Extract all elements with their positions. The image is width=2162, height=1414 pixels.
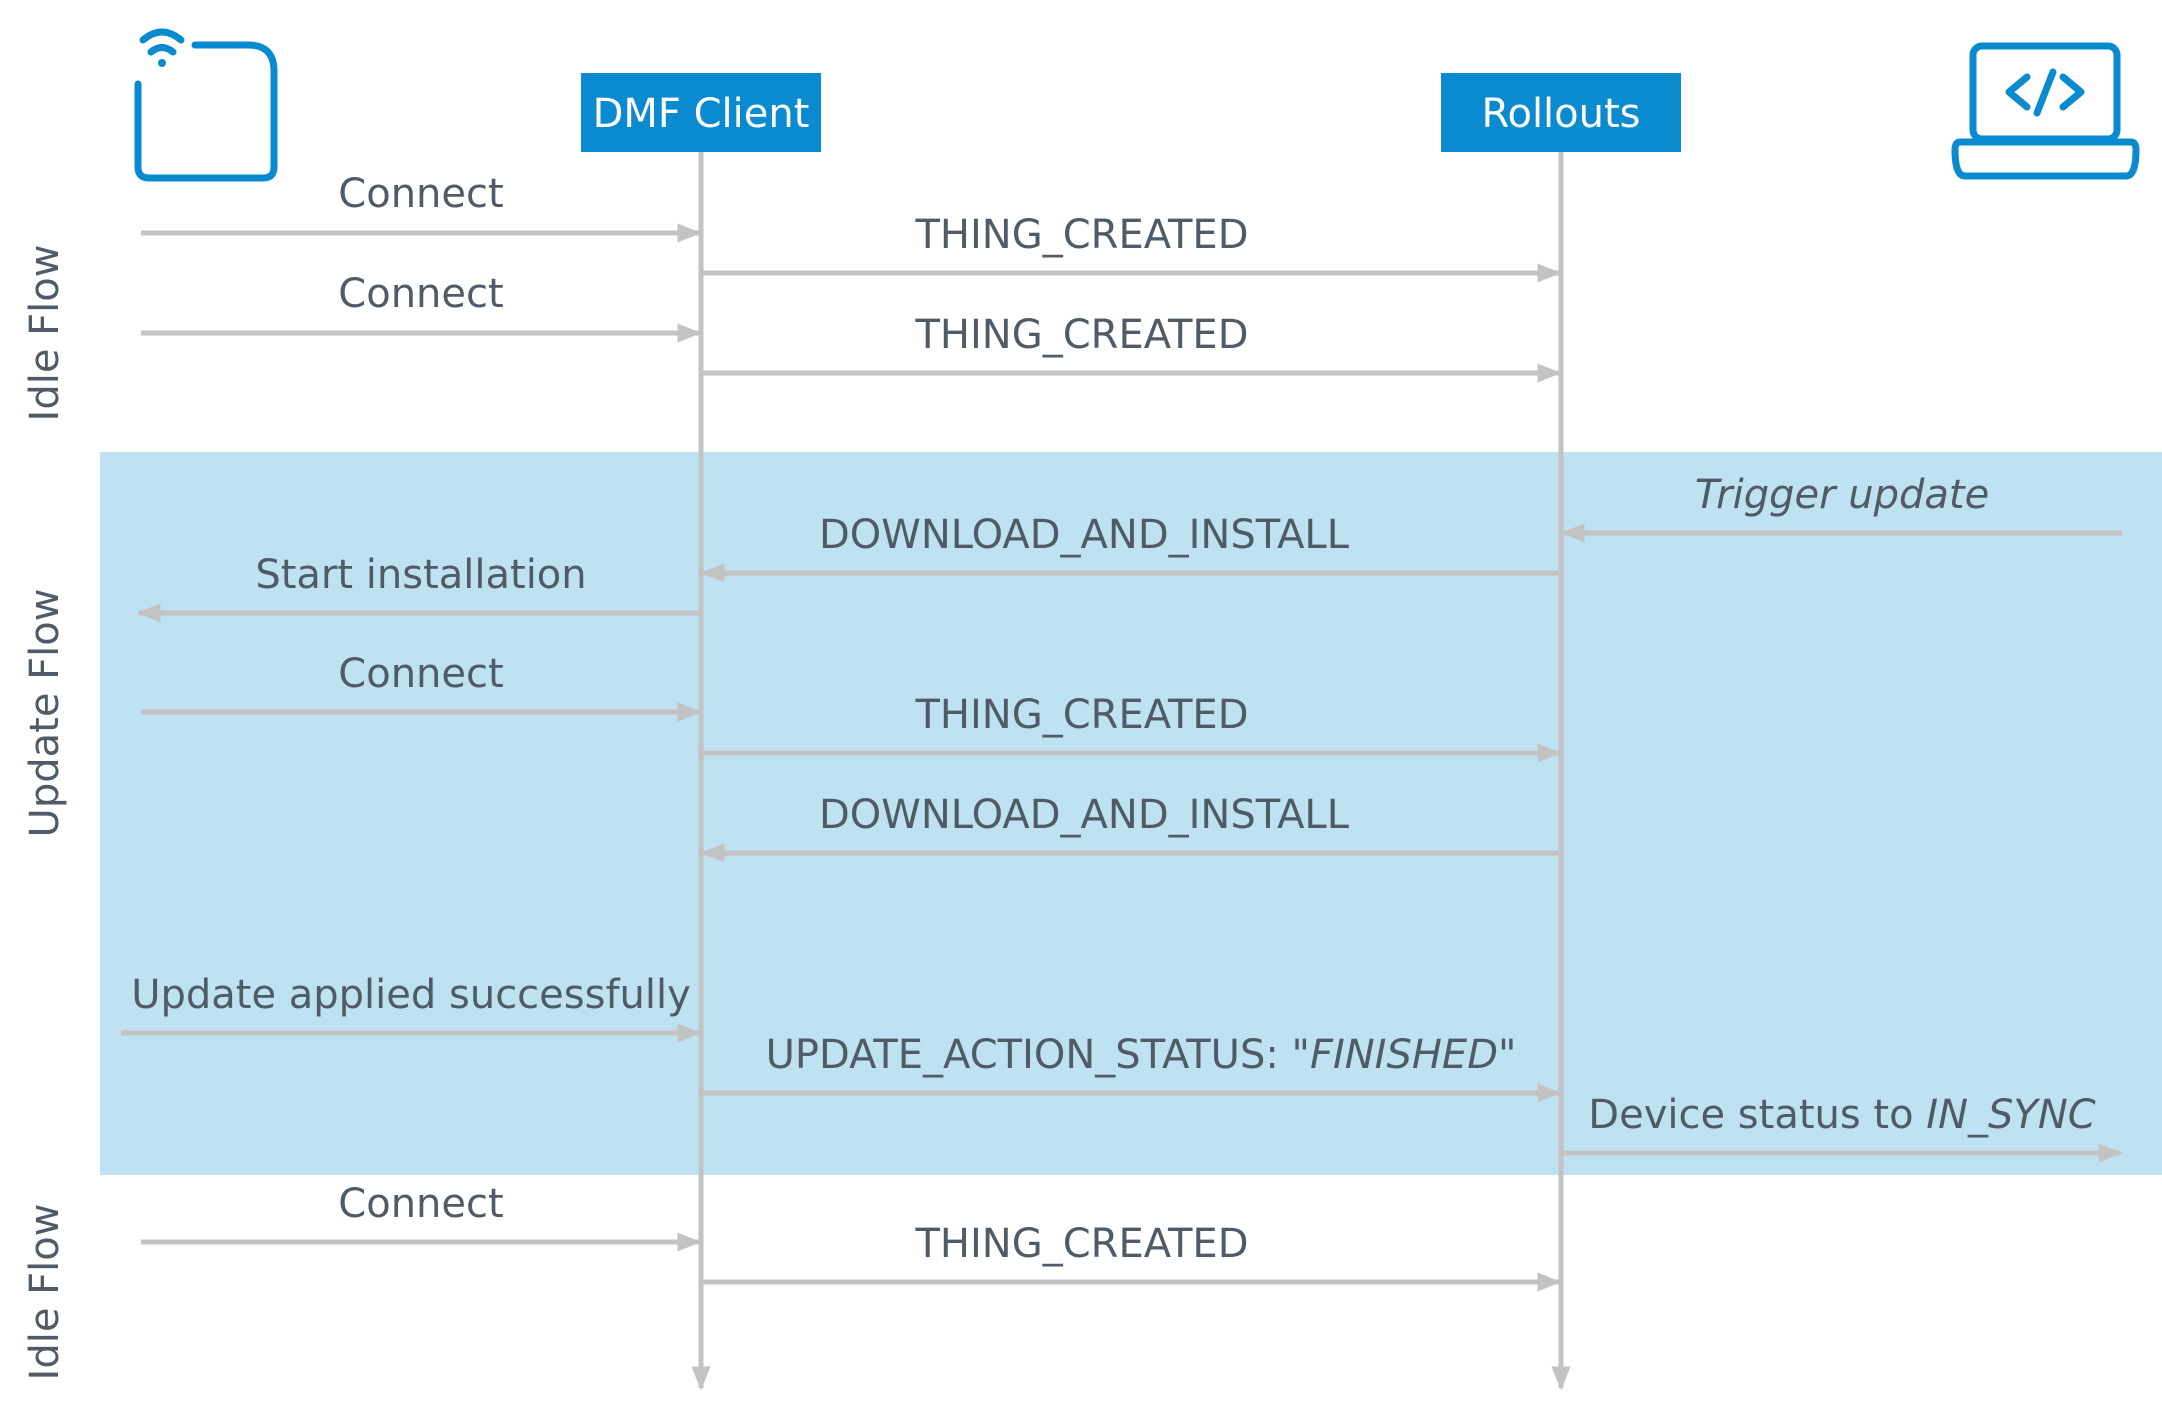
message-thing-created-2: THING_CREATED: [915, 312, 1249, 358]
message-download-install-2: DOWNLOAD_AND_INSTALL: [819, 792, 1350, 838]
message-connect-4: Connect: [338, 1181, 503, 1227]
message-update-applied: Update applied successfully: [131, 972, 691, 1018]
participant-rollouts: Rollouts: [1481, 91, 1640, 137]
participant-rollouts-box: [1441, 73, 1681, 152]
participant-dmf-client-box: [581, 73, 821, 152]
wifi-device-icon: [134, 28, 278, 182]
message-thing-created-1: THING_CREATED: [915, 212, 1249, 258]
message-connect-3: Connect: [338, 651, 503, 697]
message-download-install-1: DOWNLOAD_AND_INSTALL: [819, 512, 1350, 558]
message-connect-2: Connect: [338, 271, 503, 317]
laptop-code-icon: [1951, 42, 2140, 180]
section-label-idle-top: Idle Flow: [22, 245, 68, 422]
message-thing-created-3: THING_CREATED: [915, 692, 1249, 738]
section-label-idle-bottom: Idle Flow: [22, 1204, 68, 1381]
message-trigger-update: Trigger update: [1695, 472, 1989, 518]
message-thing-created-4: THING_CREATED: [915, 1221, 1249, 1267]
message-connect-1: Connect: [338, 171, 503, 217]
message-device-status: Device status to IN_SYNC: [1588, 1092, 2095, 1138]
participant-dmf-client: DMF Client: [593, 91, 810, 137]
message-start-installation: Start installation: [255, 552, 586, 598]
section-label-update: Update Flow: [22, 589, 68, 838]
message-update-action-status: UPDATE_ACTION_STATUS: "FINISHED": [766, 1032, 1517, 1078]
